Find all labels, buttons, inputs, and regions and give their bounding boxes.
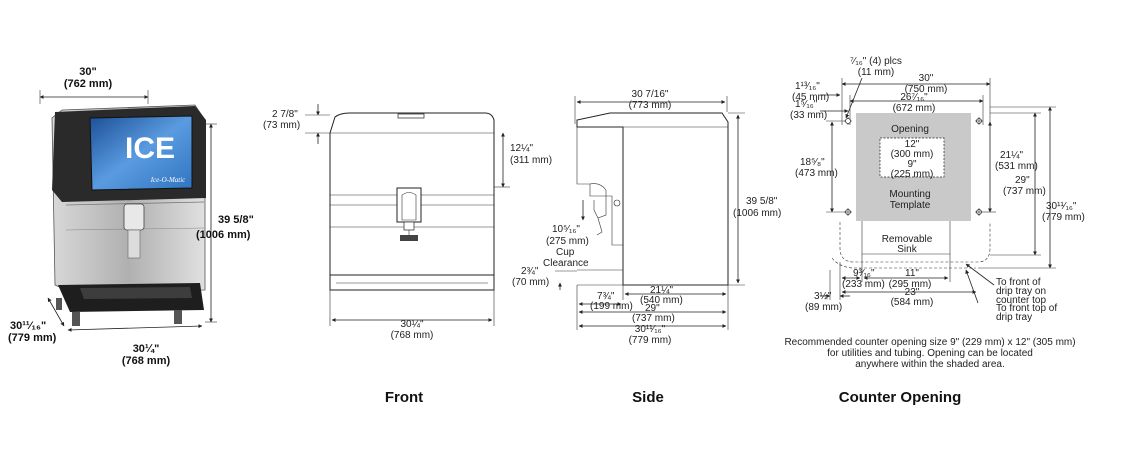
photo-depth-label: 30¹¹⁄₁₆" (10, 320, 46, 332)
side-d3-mm: (737 mm) (632, 313, 675, 324)
counter-r1: 21¼" (1000, 149, 1023, 161)
front-top-mm: (73 mm) (263, 120, 300, 131)
dispense-chute (123, 203, 145, 231)
counter-opening-label: Opening (891, 124, 929, 135)
counter-l2-mm: (33 mm) (790, 110, 827, 121)
counter-r3-mm: (779 mm) (1042, 212, 1085, 223)
side-height-in: 39 5/8" (746, 196, 778, 207)
counter-b3-mm: (584 mm) (891, 297, 934, 308)
photo-depth-mm: (779 mm) (8, 332, 57, 344)
counter-r2: 29" (1015, 175, 1030, 186)
counter-r2-mm: (737 mm) (1003, 186, 1046, 197)
counter-l2: 1⁵⁄₁₆" (795, 99, 818, 110)
counter-op-w-mm: (300 mm) (891, 149, 934, 160)
side-top-mm: (773 mm) (629, 100, 672, 111)
photo-height-mm: (1006 mm) (196, 229, 251, 241)
opening-rect (879, 137, 945, 178)
counter-template: Template (890, 200, 931, 211)
counter-r3: 30¹¹⁄₁₆" (1046, 201, 1077, 212)
counter-caption: Counter Opening (839, 389, 962, 406)
counter-sink: Sink (897, 244, 917, 255)
counter-l3-mm: (473 mm) (795, 168, 838, 179)
counter-op-w: 12" (905, 139, 920, 150)
removable-sink (861, 221, 951, 255)
dispenser-photo: 30" (762 mm) ICE Ice-O-Matic 39 5/8" (10… (8, 66, 254, 367)
counter-w30-mm: (750 mm) (905, 84, 948, 95)
photo-bottom-width-mm: (768 mm) (122, 355, 171, 367)
photo-bottom-width-label: 30¼" (133, 343, 160, 355)
counter-b1: 9³⁄₁₆" (853, 268, 875, 279)
counter-removable: Removable (882, 234, 933, 245)
side-top-in: 30 7/16" (632, 89, 669, 100)
front-lever (400, 235, 418, 241)
footprint-dashed (839, 222, 991, 263)
counter-tray1c: counter top (996, 295, 1046, 306)
side-height-mm: (1006 mm) (733, 208, 781, 219)
side-d3-in: 29" (645, 303, 660, 314)
photo-width-mm: (762 mm) (64, 78, 113, 90)
side-clearance-label: Clearance (543, 258, 589, 269)
leg-left (72, 312, 80, 326)
front-chute (396, 187, 422, 223)
counter-op-h: 9" (907, 159, 917, 170)
side-d1-in: 7¾" (597, 291, 615, 302)
counter-b4-mm: (89 mm) (805, 302, 842, 313)
side-cup-label: Cup (556, 247, 575, 258)
side-caption: Side (632, 389, 664, 406)
front-width-in: 30¼" (400, 318, 423, 330)
side-clear-mm: (70 mm) (512, 277, 549, 288)
front-view: 2 7/8" (73 mm) 12¼" (311 mm) 30¼" (768 m… (263, 104, 552, 406)
photo-bottom-width-line (67, 324, 203, 332)
side-d1-mm: (199 mm) (590, 301, 633, 312)
front-width-mm: (768 mm) (391, 330, 434, 341)
side-d2-mm: (540 mm) (640, 295, 683, 306)
counter-w30: 30" (919, 73, 934, 84)
counter-w26-mm: (672 mm) (893, 103, 936, 114)
leg-right (174, 310, 182, 324)
counter-l1-mm: (45 mm) (792, 92, 829, 103)
counter-tray1b: drip tray on (996, 286, 1046, 297)
counter-mounting: Mounting (889, 189, 930, 200)
side-clear-in: 2¾" (521, 266, 539, 277)
ice-logo: ICE (125, 132, 175, 165)
counter-w26: 26⁷⁄₁₆" (900, 92, 928, 103)
counter-op-h-mm: (225 mm) (891, 169, 934, 180)
counter-l1: 1¹³⁄₁₆" (795, 81, 820, 92)
counter-note-line2: for utilities and tubing. Opening can be… (827, 348, 1033, 359)
dispenser-screen (89, 115, 193, 191)
counter-b3: 23" (905, 287, 920, 298)
counter-note-line1: Recommended counter opening size 9" (229… (784, 337, 1075, 348)
front-top-in: 2 7/8" (272, 109, 298, 120)
counter-opening-view: ⁷⁄₁₆" (4) plcs (11 mm) 30" (750 mm) 26⁷⁄… (784, 56, 1084, 406)
counter-r1-mm: (531 mm) (995, 161, 1038, 172)
brand-logo: Ice-O-Matic (150, 176, 186, 184)
side-spout-in: 10⁵⁄₁₆" (552, 224, 580, 235)
side-d2-in: 21¼" (650, 284, 673, 296)
front-upper-in: 12¼" (510, 142, 533, 154)
counter-note-line3: anywhere within the shaded area. (855, 359, 1005, 370)
side-d4-mm: (779 mm) (629, 335, 672, 346)
side-view: 30 7/16" (773 mm) 39 5/8" (1006 mm) 10⁵⁄… (512, 89, 781, 406)
counter-tray1a: To front of (996, 277, 1041, 288)
photo-height-label: 39 5/8" (218, 214, 254, 226)
counter-holes: ⁷⁄₁₆" (4) plcs (850, 56, 902, 67)
counter-b2: 11" (905, 268, 919, 279)
side-outline (576, 112, 729, 286)
counter-holes-mm: (11 mm) (858, 67, 894, 78)
side-d4-in: 30¹¹⁄₁₆" (635, 324, 666, 335)
front-caption: Front (385, 389, 423, 406)
side-spout (589, 183, 607, 219)
counter-b1-mm: (233 mm) (842, 279, 885, 290)
photo-width-label: 30" (79, 66, 96, 78)
counter-tray2b: drip tray (996, 312, 1032, 323)
counter-b4: 3½" (814, 291, 832, 302)
photo-depth-line (47, 297, 65, 327)
counter-b2-mm: (295 mm) (889, 279, 932, 290)
counter-l3: 18⁵⁄₈" (800, 157, 825, 168)
side-spout-mm: (275 mm) (546, 236, 589, 247)
front-upper-mm: (311 mm) (510, 155, 552, 166)
counter-tray2a: To front top of (996, 303, 1057, 314)
dispense-lever (127, 229, 141, 259)
